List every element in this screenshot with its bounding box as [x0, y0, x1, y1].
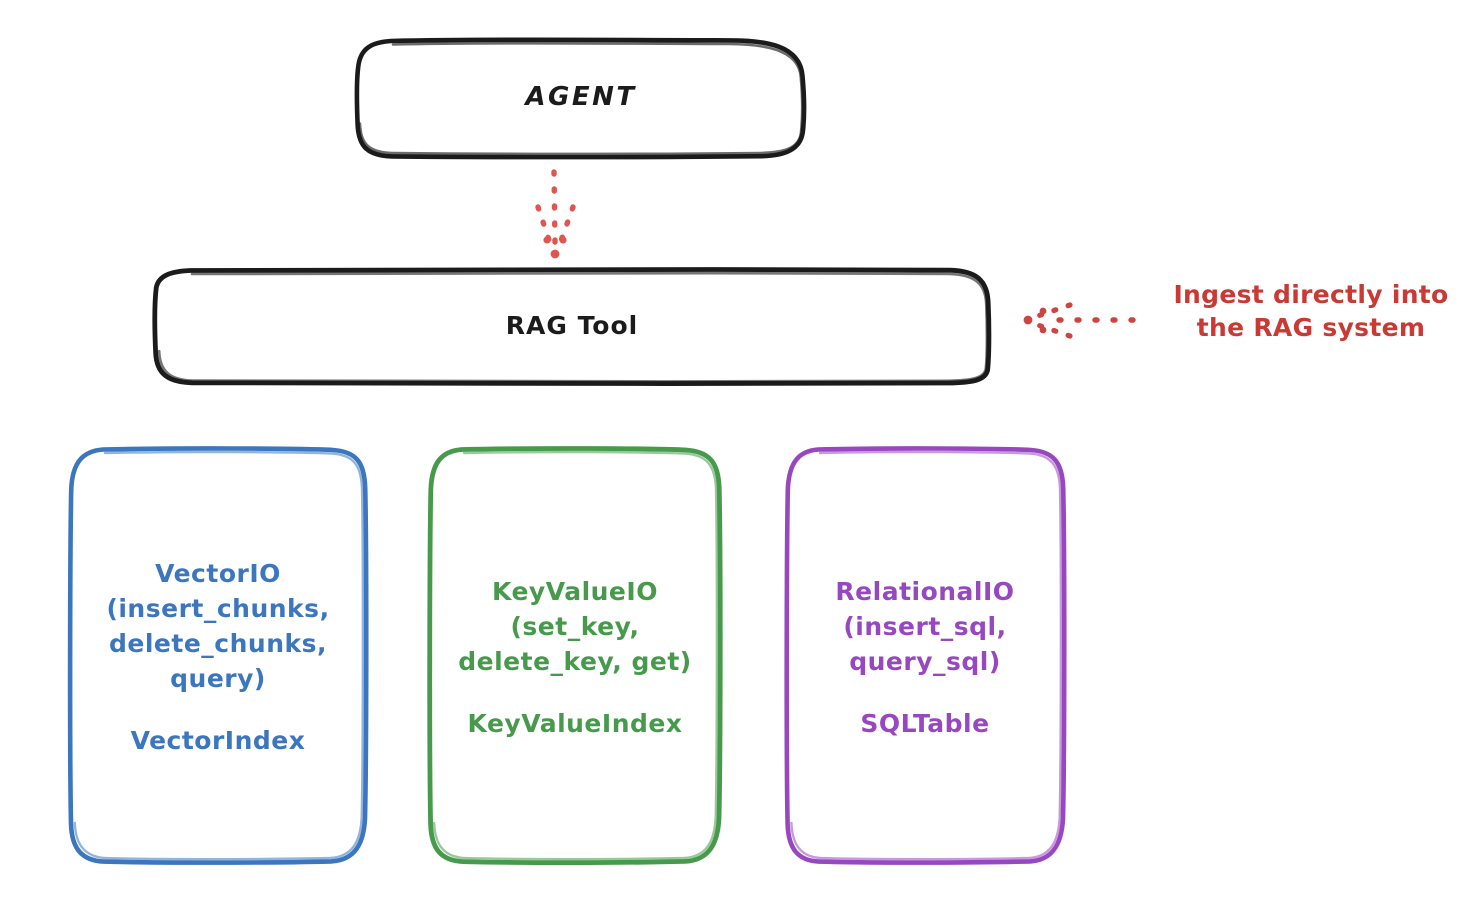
vector-io-box-outline	[67, 446, 369, 865]
agent-box-outline	[354, 37, 807, 160]
node-key-value-io-label: KeyValueIO (set_key, delete_key, get)	[458, 576, 692, 676]
node-relational-io[interactable]: RelationalIO (insert_sql, query_sql) SQL…	[786, 448, 1064, 863]
node-key-value-io[interactable]: KeyValueIO (set_key, delete_key, get) Ke…	[430, 448, 720, 863]
node-agent[interactable]: AGENT	[356, 38, 806, 157]
node-vector-io-sublabel: VectorIndex	[130, 726, 306, 755]
node-key-value-io-sublabel: KeyValueIndex	[467, 708, 683, 738]
connector-ingest-to-rag-tool	[1023, 302, 1136, 339]
relational-io-box-outline	[784, 446, 1067, 865]
node-rag-tool[interactable]: RAG Tool	[154, 268, 990, 384]
annotation-ingest-directly: Ingest directly into the RAG system	[1173, 280, 1449, 342]
node-relational-io-sublabel: SQLTable	[860, 708, 990, 738]
node-agent-label: AGENT	[525, 82, 637, 113]
rag-tool-box-outline	[152, 266, 992, 386]
node-relational-io-label: RelationalIO (insert_sql, query_sql)	[835, 576, 1015, 676]
key-value-io-box-outline	[427, 446, 723, 866]
connector-agent-to-rag-tool	[535, 169, 576, 259]
node-vector-io[interactable]: VectorIO (insert_chunks, delete_chunks, …	[70, 448, 366, 863]
node-vector-io-label: VectorIO (insert_chunks, delete_chunks, …	[106, 559, 330, 693]
node-rag-tool-label: RAG Tool	[505, 311, 639, 341]
